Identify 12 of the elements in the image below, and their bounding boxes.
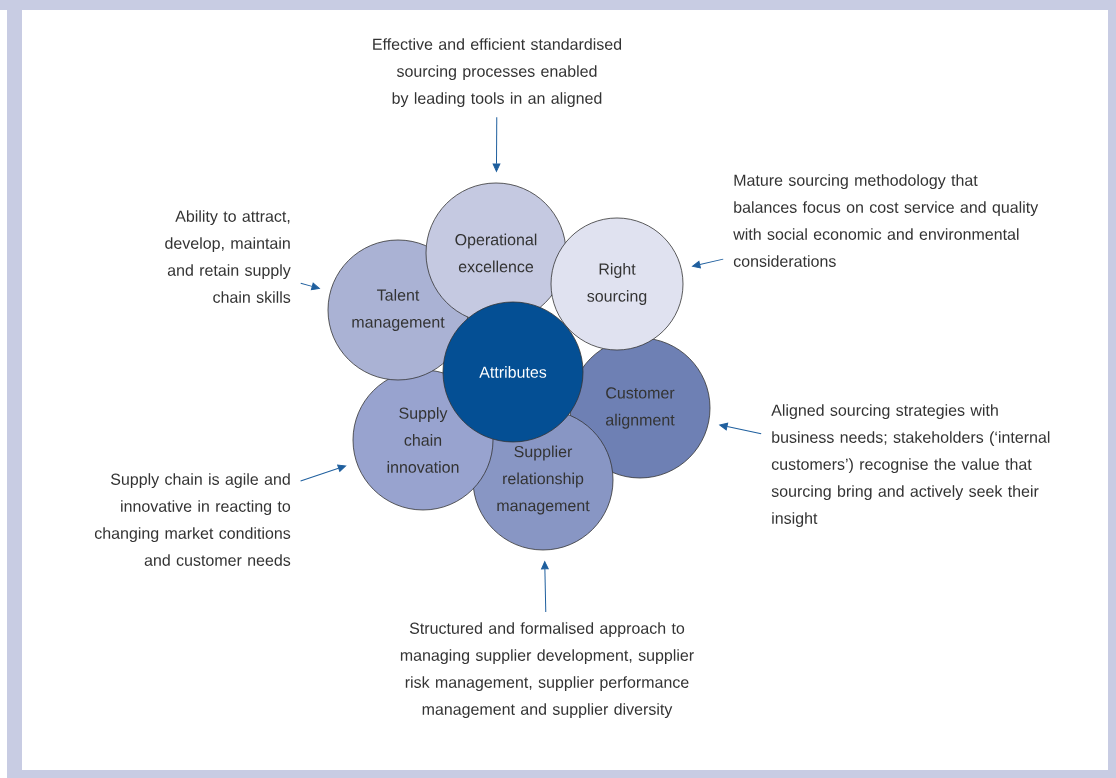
callout-text: Aligned sourcing strategies with business needs; stakeholders (‘internal customers’) recognise the value that sourcing bring and actively seek their insight [771, 404, 1050, 528]
arrow [300, 464, 347, 482]
callout-text: Mature sourcing methodology that balances focus on cost service and quality with social economic and environmental considerations [733, 174, 1039, 267]
arrow [719, 422, 762, 435]
callout-text: Structured and formalised approach to managing supplier development, supplier risk management, supplier performance management and supplier diversity [400, 622, 694, 719]
callout-text: Ability to attract, develop, maintain and retain supply chain skills [165, 210, 291, 303]
arrow [300, 282, 320, 291]
arrow [541, 561, 549, 613]
callout-text: Supply chain is agile and innovative in reacting to changing market conditions and customer needs [94, 473, 291, 566]
arrow [492, 116, 501, 172]
arrow [692, 258, 724, 269]
callout-text: Effective and efficient standardised sourcing processes enabled by leading tools in an aligned [373, 38, 622, 108]
